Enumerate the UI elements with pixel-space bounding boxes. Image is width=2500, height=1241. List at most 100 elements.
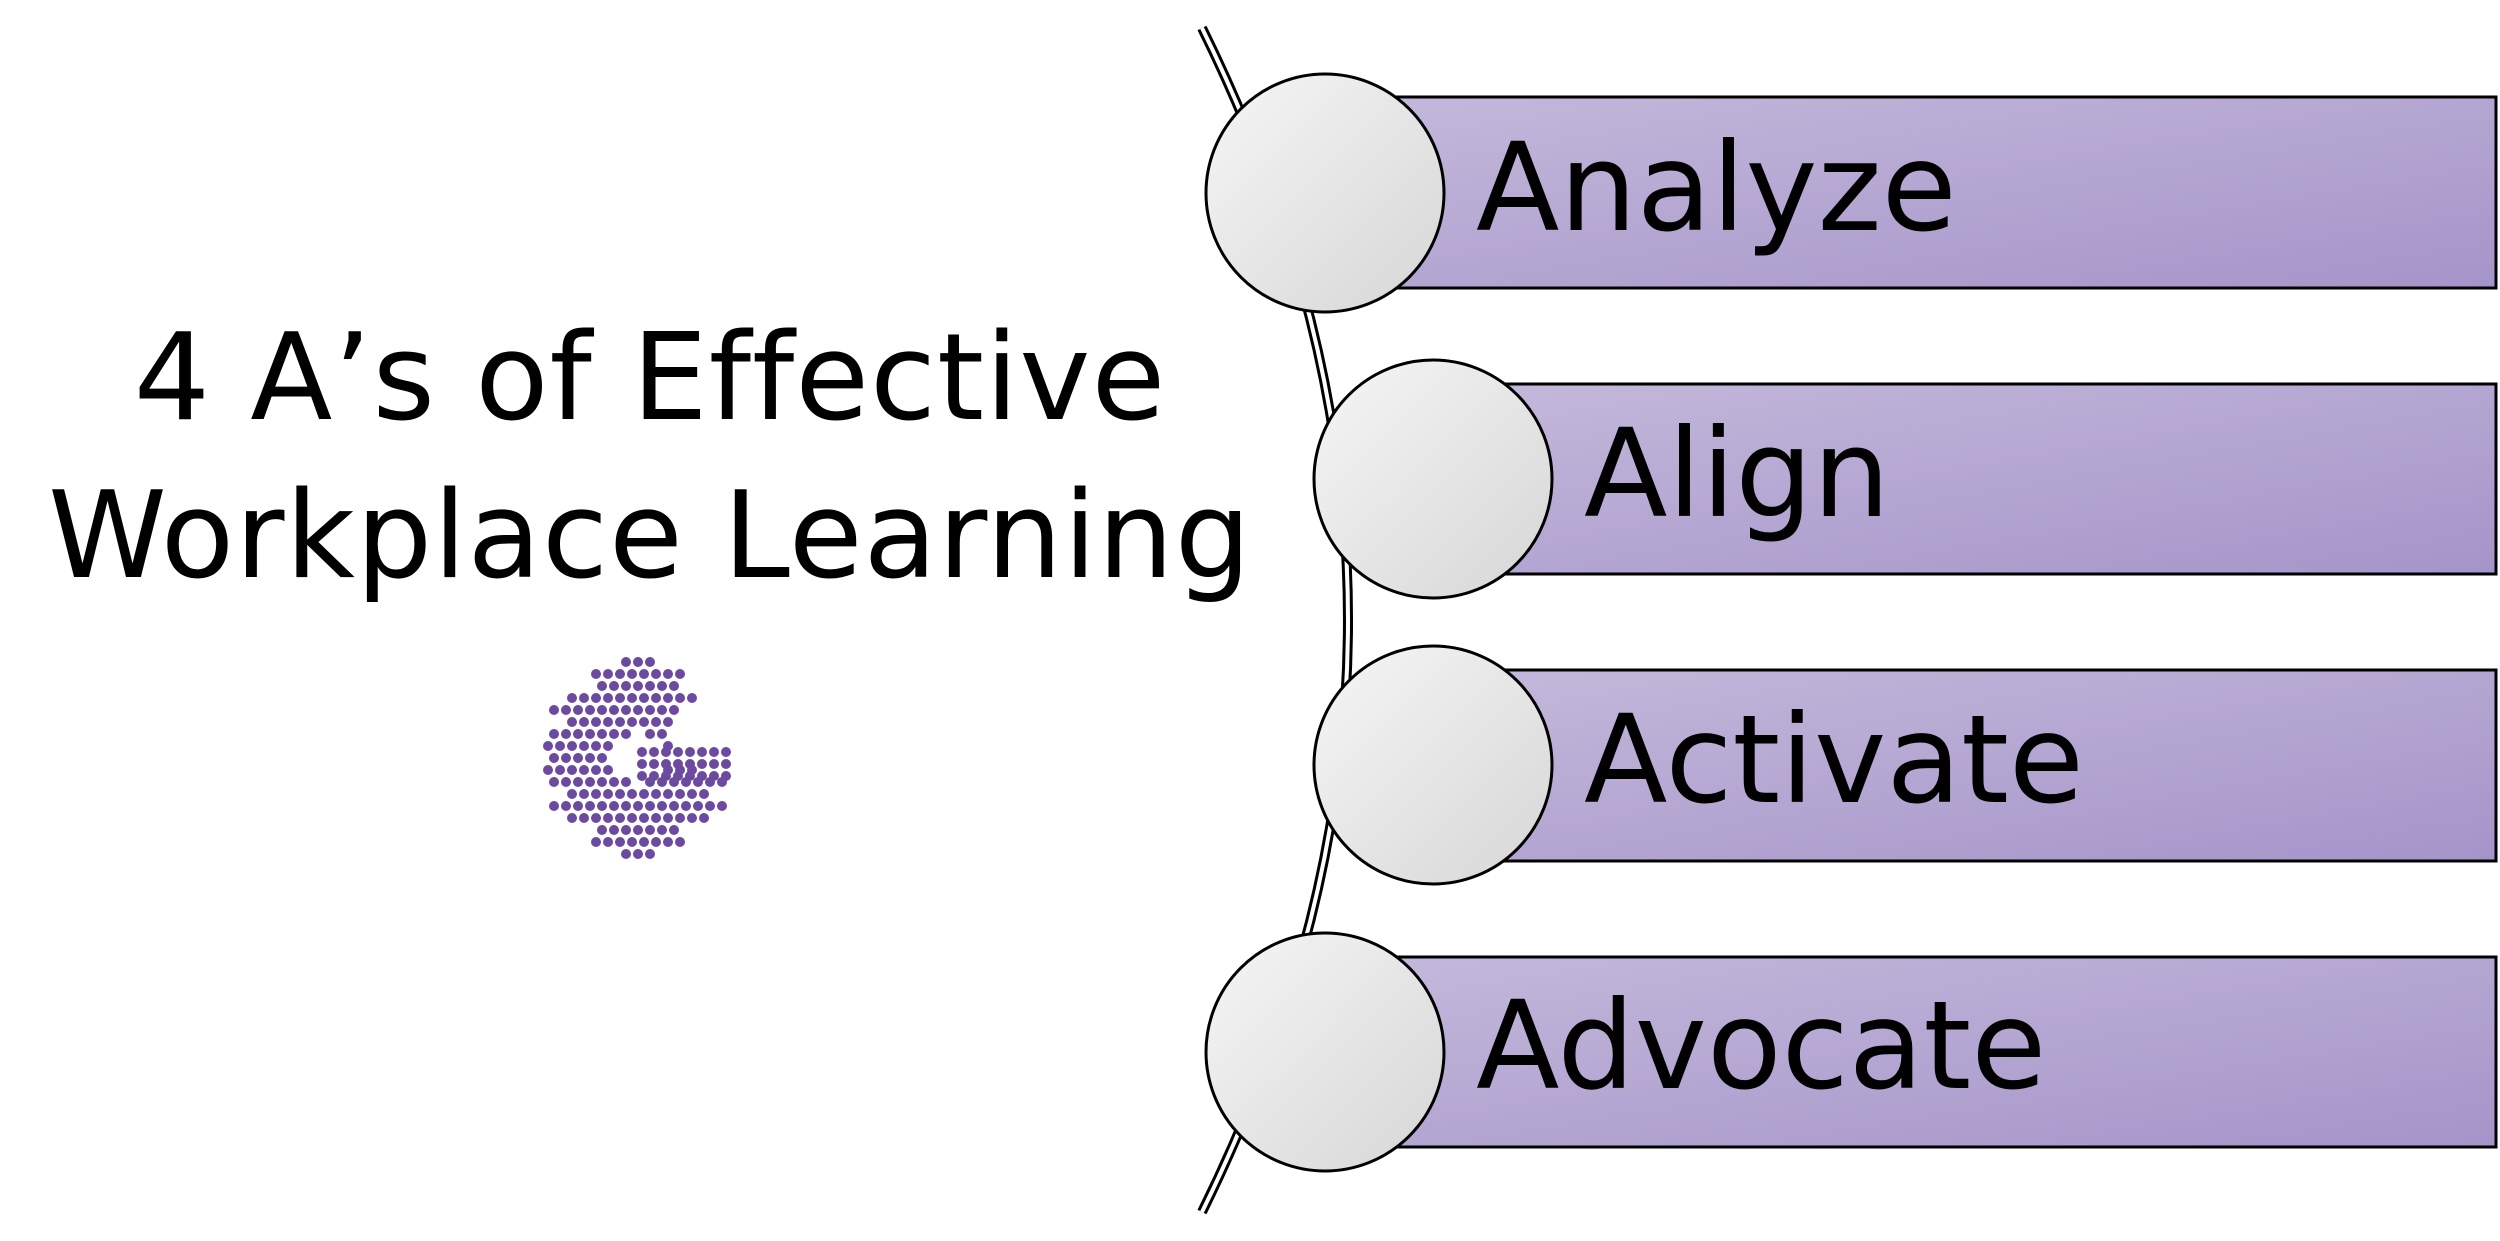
logo-dot [609,705,619,715]
page-title: 4 A’s of Effective Workplace Learning [30,300,1270,616]
logo-dot [615,717,625,727]
logo-dot [585,801,595,811]
logo-dot [697,759,707,769]
logo-dot [663,693,673,703]
logo-dot [579,741,589,751]
logo-dot [663,717,673,727]
logo-dot [543,765,553,775]
logo-dot [669,801,679,811]
step-label: Advocate [1476,975,2046,1117]
step-circle [1204,931,1446,1173]
step-label: Activate [1584,689,2084,831]
step-item: Align [1312,358,2498,600]
logo-dot [721,747,731,757]
logo-dot [699,789,709,799]
logo-dot [661,747,671,757]
logo-dot [603,669,613,679]
logo-dot [649,759,659,769]
logo-dot [633,849,643,859]
logo-dot [651,837,661,847]
logo-dot [675,789,685,799]
logo-dot [645,825,655,835]
logo-dot [591,813,601,823]
logo-dot [573,801,583,811]
logo-dot [549,705,559,715]
logo-dot [637,759,647,769]
logo-dot [585,753,595,763]
logo-dot [687,693,697,703]
logo-dot [579,813,589,823]
logo-dot [597,801,607,811]
logo-dot [603,813,613,823]
logo-dot [555,765,565,775]
logo-dot [627,717,637,727]
logo-dot [651,717,661,727]
logo-dot [673,771,683,781]
logo-dot [609,729,619,739]
logo-dot [651,789,661,799]
logo-dot [675,837,685,847]
logo-dot [609,825,619,835]
logo-dot [591,837,601,847]
logo-dot [627,693,637,703]
logo-dot [615,789,625,799]
logo-dot [567,741,577,751]
logo-dot [573,705,583,715]
logo-dot [621,657,631,667]
logo-dot [549,753,559,763]
logo-dot [639,789,649,799]
logo-dot [709,759,719,769]
logo-dot [591,693,601,703]
logo-dot [573,777,583,787]
logo-dot [633,825,643,835]
logo-dot [603,741,613,751]
logo-dot [673,759,683,769]
logo-dot [645,681,655,691]
logo-dot [597,729,607,739]
logo-dot [669,825,679,835]
logo-dot [543,741,553,751]
logo-dot [567,765,577,775]
logo-dot [609,777,619,787]
logo-dot [705,801,715,811]
logo-dot [697,771,707,781]
step-circle [1312,644,1554,886]
logo-dot [555,741,565,751]
logo-dot [573,753,583,763]
logo-dot [621,705,631,715]
logo-dot [687,813,697,823]
step-bar [1422,668,2498,863]
logo-dot [649,771,659,781]
logo-dot [663,669,673,679]
logo-dot [657,729,667,739]
logo-dot [687,789,697,799]
logo-dot [615,693,625,703]
logo-dot [621,849,631,859]
logo-dot [633,681,643,691]
logo-dot [615,669,625,679]
logo-dot [627,837,637,847]
logo-dot [661,759,671,769]
logo-dot [663,837,673,847]
logo-dot [561,753,571,763]
logo-dot [591,765,601,775]
logo-dot [709,747,719,757]
logo-dot [709,771,719,781]
logo-dot [685,759,695,769]
logo-dot [645,849,655,859]
logo-dot [675,693,685,703]
logo-dot [627,813,637,823]
logo-dot [639,717,649,727]
logo-dot [657,825,667,835]
logo-dot [663,789,673,799]
logo-dot [681,801,691,811]
logo-dot [685,771,695,781]
logo-dot [661,771,671,781]
step-circle [1204,72,1446,314]
logo-dot [633,801,643,811]
logo-dot [685,747,695,757]
logo-dot [573,729,583,739]
logo-dot [567,717,577,727]
logo-dot [585,705,595,715]
